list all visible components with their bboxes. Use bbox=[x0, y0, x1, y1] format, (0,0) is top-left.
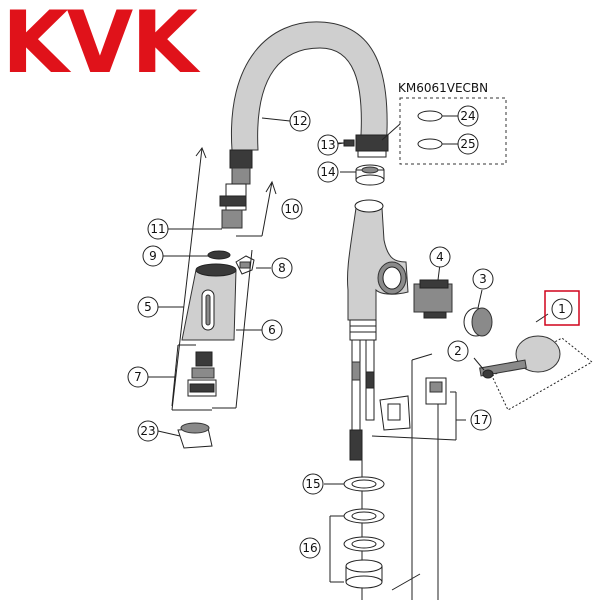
callout-1: 1 bbox=[544, 290, 580, 326]
callout-17: 17 bbox=[470, 409, 492, 431]
svg-text:1: 1 bbox=[558, 302, 566, 316]
svg-text:2: 2 bbox=[454, 344, 462, 358]
svg-text:17: 17 bbox=[473, 413, 488, 427]
callout-4: 4 bbox=[429, 246, 451, 268]
brand-logo: KVK bbox=[2, 0, 201, 93]
svg-text:4: 4 bbox=[436, 250, 444, 264]
faucet-body bbox=[346, 199, 409, 341]
assembly-brackets bbox=[171, 146, 277, 411]
callout-6: 6 bbox=[261, 319, 283, 341]
screw-part bbox=[338, 139, 355, 147]
callout-10: 10 bbox=[281, 198, 303, 220]
svg-text:8: 8 bbox=[278, 261, 286, 275]
shower-head-body bbox=[181, 263, 237, 341]
svg-text:13: 13 bbox=[320, 138, 335, 152]
repair-kit-box bbox=[381, 97, 507, 165]
svg-text:10: 10 bbox=[284, 202, 299, 216]
callout-7: 7 bbox=[127, 366, 149, 388]
callout-25: 25 bbox=[457, 133, 479, 155]
svg-text:15: 15 bbox=[305, 477, 320, 491]
svg-text:11: 11 bbox=[150, 222, 165, 236]
callout-11: 11 bbox=[147, 218, 169, 240]
svg-text:5: 5 bbox=[144, 300, 152, 314]
callout-8: 8 bbox=[271, 257, 293, 279]
highlight-box bbox=[544, 290, 580, 326]
kit-model-label: KM6061VECBN bbox=[398, 81, 488, 95]
spout-nut-part bbox=[355, 164, 385, 186]
svg-text:12: 12 bbox=[292, 114, 307, 128]
svg-text:23: 23 bbox=[140, 424, 155, 438]
lever-handle-part bbox=[479, 335, 593, 411]
cartridge-part bbox=[413, 255, 453, 319]
callout-23: 23 bbox=[137, 420, 159, 442]
clip-part bbox=[235, 255, 255, 275]
callout-13: 13 bbox=[317, 134, 339, 156]
spray-nozzle-parts bbox=[187, 351, 217, 397]
hose-connector bbox=[219, 149, 253, 229]
svg-text:14: 14 bbox=[320, 165, 335, 179]
callout-3: 3 bbox=[472, 268, 494, 290]
svg-text:24: 24 bbox=[460, 109, 475, 123]
callout-9: 9 bbox=[142, 245, 164, 267]
o-ring-part bbox=[207, 250, 231, 260]
callout-14: 14 bbox=[317, 161, 339, 183]
cartridge-nut-part bbox=[463, 289, 493, 337]
callout-5: 5 bbox=[137, 296, 159, 318]
spout-hose bbox=[230, 21, 389, 158]
callout-16: 16 bbox=[299, 537, 321, 559]
svg-text:16: 16 bbox=[302, 541, 317, 555]
hose-weight-part bbox=[177, 422, 213, 449]
callout-2: 2 bbox=[447, 340, 469, 362]
mounting-washers bbox=[329, 476, 421, 591]
callout-12: 12 bbox=[289, 110, 311, 132]
mounting-bracket-part bbox=[371, 353, 466, 600]
svg-text:9: 9 bbox=[149, 249, 157, 263]
leader-lines bbox=[148, 115, 549, 485]
callout-24: 24 bbox=[457, 105, 479, 127]
svg-text:3: 3 bbox=[479, 272, 487, 286]
svg-text:6: 6 bbox=[268, 323, 276, 337]
set-screw-part bbox=[473, 357, 494, 379]
callout-15: 15 bbox=[302, 473, 324, 495]
svg-text:25: 25 bbox=[460, 137, 475, 151]
svg-text:7: 7 bbox=[134, 370, 142, 384]
